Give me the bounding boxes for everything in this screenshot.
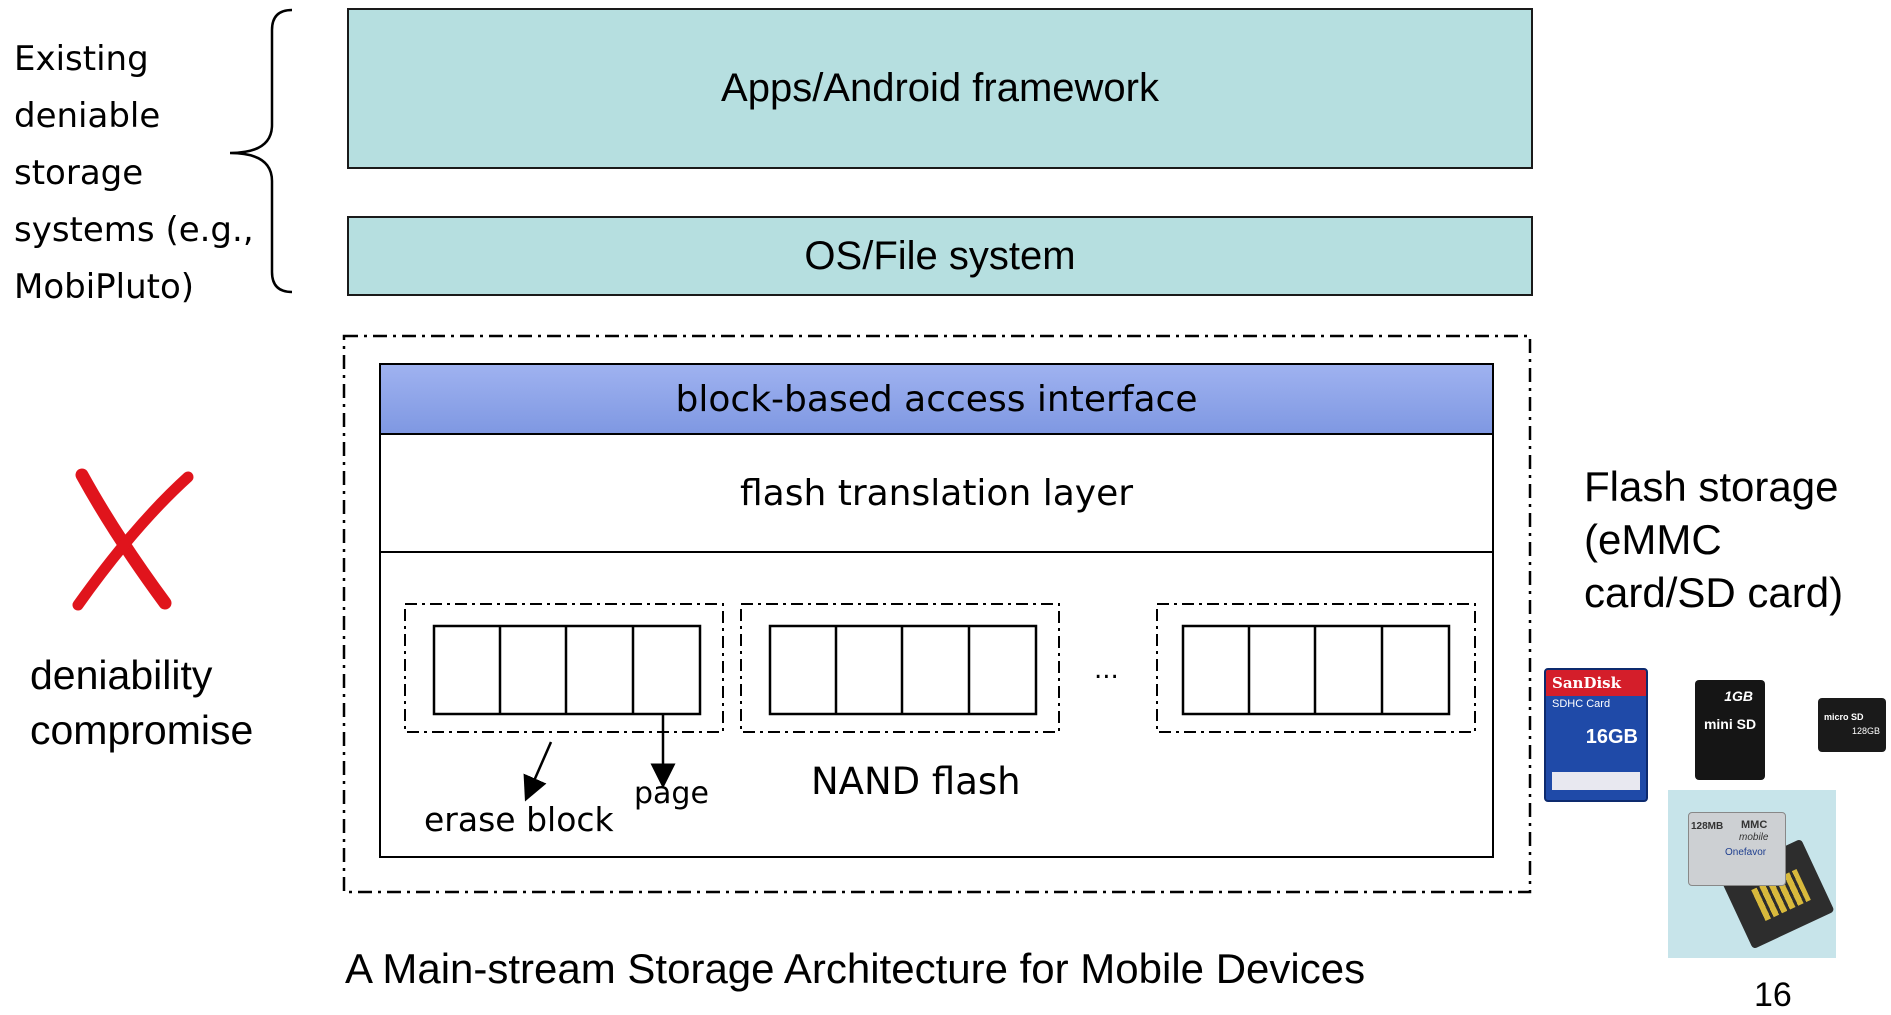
apps-layer-box: Apps/Android framework [347, 8, 1533, 169]
sdhc-capacity: 16GB [1585, 726, 1638, 748]
apps-layer-label: Apps/Android framework [721, 66, 1159, 110]
sdhc-card-image: SanDisk SDHC Card 16GB [1544, 668, 1648, 802]
compromise-line: deniability [30, 652, 213, 698]
nand-flash-label: NAND flash [811, 760, 1021, 803]
compromise-line: compromise [30, 707, 254, 753]
compromise-note: deniability compromise [30, 648, 253, 758]
access-interface-label: block-based access interface [675, 378, 1198, 420]
access-interface-band: block-based access interface [381, 365, 1492, 435]
flash-storage-line: (eMMC [1584, 516, 1722, 563]
minisd-capacity: 1GB [1724, 688, 1753, 704]
red-x-icon [72, 468, 194, 611]
flash-device-boundary [342, 334, 1532, 894]
microsd-capacity: 128GB [1851, 726, 1880, 736]
erase-block-arrow [523, 741, 553, 802]
page-number: 16 [1754, 976, 1792, 1014]
flash-device-box: block-based access interface flash trans… [379, 363, 1494, 858]
ftl-label: flash translation layer [739, 472, 1134, 514]
erase-block-2 [740, 603, 1060, 733]
diagram-caption: A Main-stream Storage Architecture for M… [345, 945, 1366, 992]
erase-block-label: erase block [424, 800, 614, 839]
left-note-line: MobiPluto) [14, 267, 195, 307]
left-note-line: storage [14, 153, 144, 193]
left-note: Existing deniable storage systems (e.g.,… [14, 31, 254, 316]
page-label: page [634, 776, 709, 811]
sdhc-type: SDHC Card [1552, 698, 1611, 710]
mmc-sub: mobile [1739, 832, 1769, 843]
os-layer-box: OS/File system [347, 216, 1533, 296]
erase-block-3 [1156, 603, 1476, 733]
flash-storage-label: Flash storage (eMMC card/SD card) [1584, 460, 1843, 619]
ftl-band: flash translation layer [381, 435, 1492, 553]
left-note-line: Existing [14, 39, 149, 79]
left-note-line: deniable [14, 96, 161, 136]
flash-storage-line: Flash storage [1584, 463, 1839, 510]
sandisk-brand: SanDisk [1546, 670, 1646, 696]
nand-flash-diagram [404, 603, 1476, 802]
mmc-logo: MMC [1741, 819, 1768, 831]
os-layer-label: OS/File system [804, 233, 1076, 278]
mmc-capacity: 128MB [1691, 821, 1724, 832]
curly-brace-icon [229, 8, 293, 294]
mmc-card-image: 128MB MMC mobile Onefavor [1668, 790, 1836, 958]
nand-ellipsis: ... [1094, 655, 1119, 685]
microsd-logo: micro SD [1824, 712, 1864, 722]
minisd-logo: mini SD [1703, 716, 1757, 732]
flash-storage-line: card/SD card) [1584, 569, 1844, 616]
mmc-brand: Onefavor [1725, 847, 1767, 858]
microsd-card-image: micro SD 128GB [1818, 698, 1886, 752]
erase-block-1 [404, 603, 724, 733]
minisd-card-image: 1GB mini SD [1695, 680, 1765, 780]
left-note-line: systems (e.g., [14, 210, 254, 250]
